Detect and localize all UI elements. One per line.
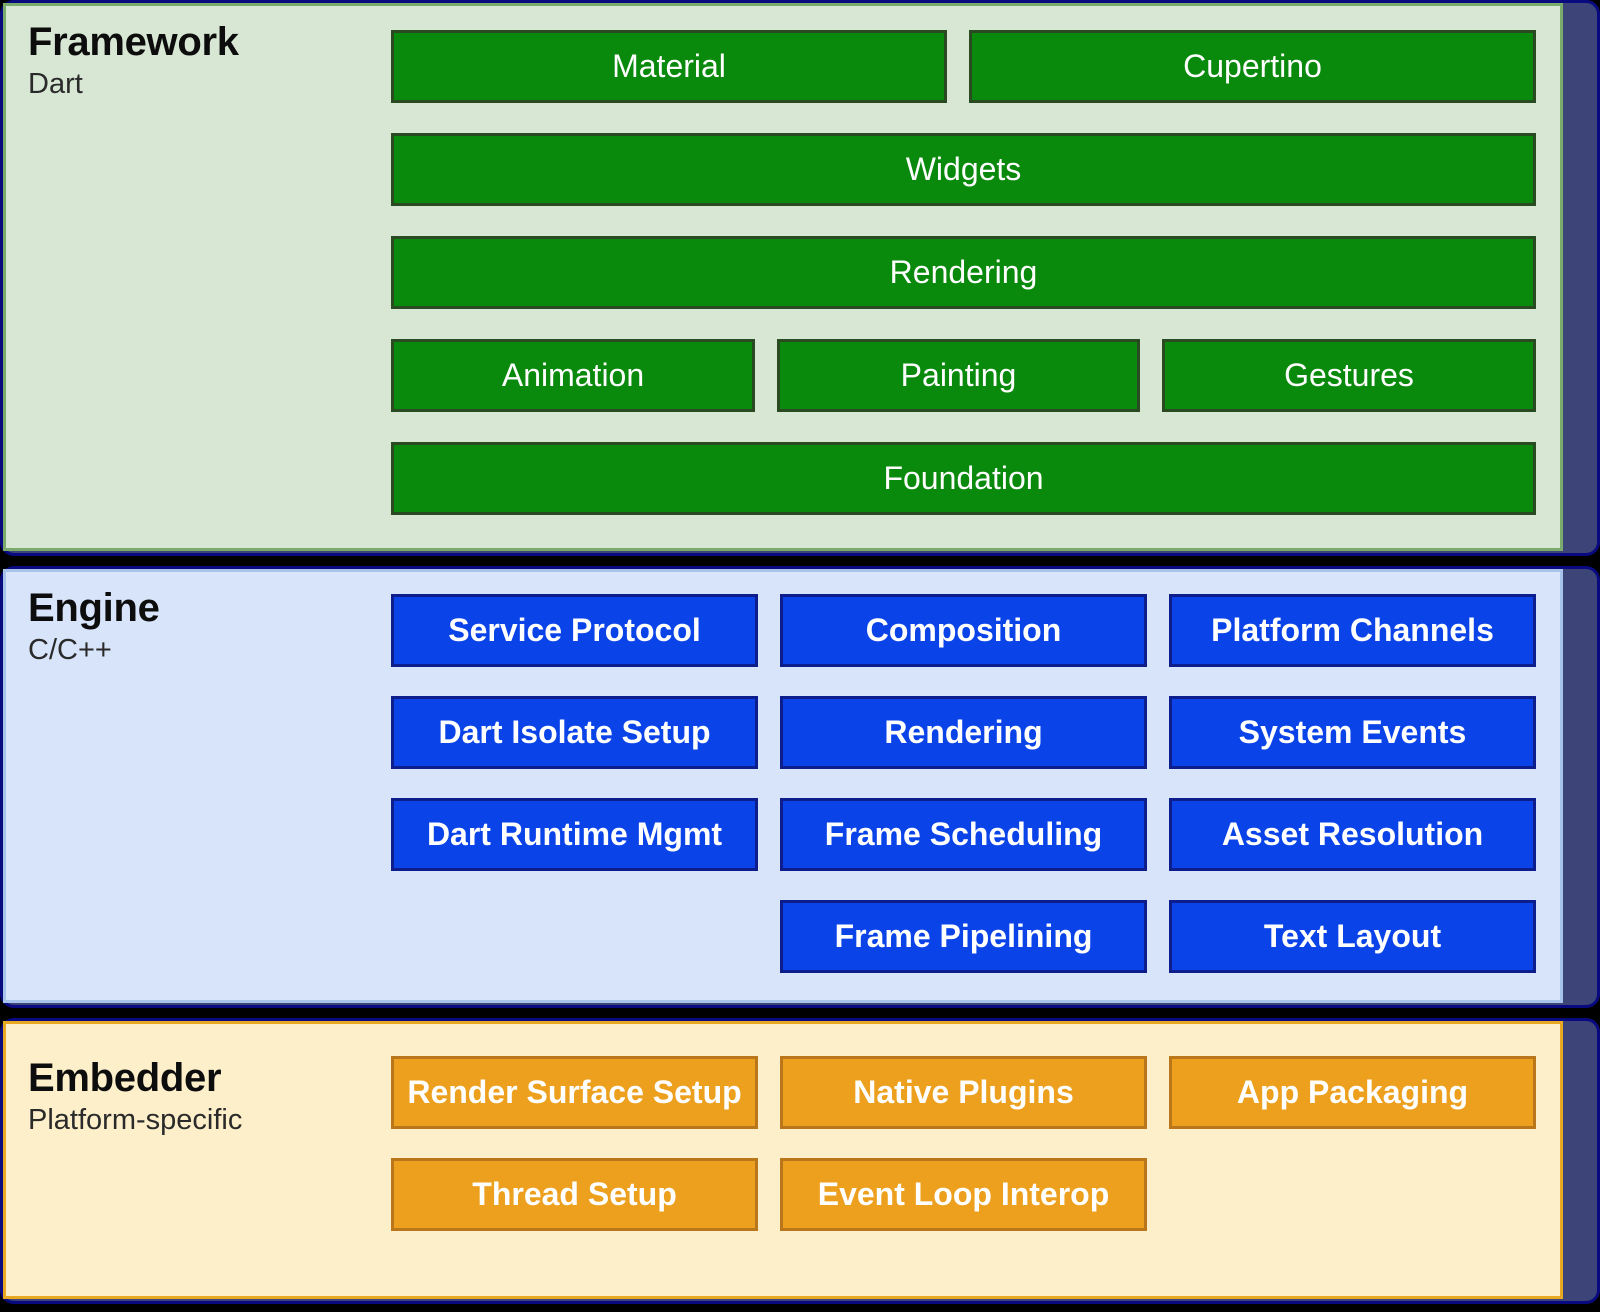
module-painting[interactable]: Painting bbox=[777, 339, 1140, 412]
engine-layer-frame: Engine C/C++ Service Protocol Dart Isola… bbox=[0, 566, 1600, 1008]
module-service-protocol[interactable]: Service Protocol bbox=[391, 594, 758, 667]
engine-column-2: Composition Rendering Frame Scheduling F… bbox=[780, 594, 1147, 973]
module-composition[interactable]: Composition bbox=[780, 594, 1147, 667]
embedder-layer-frame: Embedder Platform-specific Render Surfac… bbox=[0, 1018, 1600, 1304]
module-cupertino[interactable]: Cupertino bbox=[969, 30, 1536, 103]
engine-layer-panel: Engine C/C++ Service Protocol Dart Isola… bbox=[3, 569, 1563, 1003]
embedder-title-block: Embedder Platform-specific bbox=[6, 1024, 391, 1138]
engine-modules: Service Protocol Dart Isolate Setup Dart… bbox=[391, 572, 1560, 973]
module-event-loop-interop[interactable]: Event Loop Interop bbox=[780, 1158, 1147, 1231]
module-platform-channels[interactable]: Platform Channels bbox=[1169, 594, 1536, 667]
module-text-layout[interactable]: Text Layout bbox=[1169, 900, 1536, 973]
embedder-modules: Render Surface Setup Thread Setup Native… bbox=[391, 1024, 1560, 1231]
engine-title: Engine bbox=[28, 586, 160, 630]
embedder-layer-panel: Embedder Platform-specific Render Surfac… bbox=[3, 1021, 1563, 1299]
embedder-title: Embedder bbox=[28, 1056, 222, 1100]
module-animation[interactable]: Animation bbox=[391, 339, 755, 412]
module-foundation[interactable]: Foundation bbox=[391, 442, 1536, 515]
engine-column-1: Service Protocol Dart Isolate Setup Dart… bbox=[391, 594, 758, 973]
framework-title: Framework bbox=[28, 20, 239, 64]
framework-row-3: Rendering bbox=[391, 236, 1536, 309]
module-render-surface-setup[interactable]: Render Surface Setup bbox=[391, 1056, 758, 1129]
framework-row-2: Widgets bbox=[391, 133, 1536, 206]
module-asset-resolution[interactable]: Asset Resolution bbox=[1169, 798, 1536, 871]
module-system-events[interactable]: System Events bbox=[1169, 696, 1536, 769]
module-gestures[interactable]: Gestures bbox=[1162, 339, 1536, 412]
module-thread-setup[interactable]: Thread Setup bbox=[391, 1158, 758, 1231]
framework-row-4: Animation Painting Gestures bbox=[391, 339, 1536, 412]
engine-subtitle: C/C++ bbox=[28, 633, 112, 666]
framework-layer-frame: Framework Dart Material Cupertino Widget… bbox=[0, 0, 1600, 556]
module-native-plugins[interactable]: Native Plugins bbox=[780, 1056, 1147, 1129]
embedder-column-3: App Packaging bbox=[1169, 1056, 1536, 1231]
embedder-subtitle: Platform-specific bbox=[28, 1103, 243, 1136]
module-widgets[interactable]: Widgets bbox=[391, 133, 1536, 206]
embedder-column-2: Native Plugins Event Loop Interop bbox=[780, 1056, 1147, 1231]
engine-title-block: Engine C/C++ bbox=[6, 572, 391, 668]
framework-modules: Material Cupertino Widgets Rendering Ani… bbox=[391, 6, 1560, 515]
module-dart-runtime-mgmt[interactable]: Dart Runtime Mgmt bbox=[391, 798, 758, 871]
module-frame-scheduling[interactable]: Frame Scheduling bbox=[780, 798, 1147, 871]
framework-subtitle: Dart bbox=[28, 67, 83, 100]
embedder-column-1: Render Surface Setup Thread Setup bbox=[391, 1056, 758, 1231]
engine-column-3: Platform Channels System Events Asset Re… bbox=[1169, 594, 1536, 973]
module-dart-isolate-setup[interactable]: Dart Isolate Setup bbox=[391, 696, 758, 769]
framework-row-5: Foundation bbox=[391, 442, 1536, 515]
framework-row-1: Material Cupertino bbox=[391, 30, 1536, 103]
module-app-packaging[interactable]: App Packaging bbox=[1169, 1056, 1536, 1129]
module-material[interactable]: Material bbox=[391, 30, 947, 103]
module-frame-pipelining[interactable]: Frame Pipelining bbox=[780, 900, 1147, 973]
module-rendering-engine[interactable]: Rendering bbox=[780, 696, 1147, 769]
framework-title-block: Framework Dart bbox=[6, 6, 391, 102]
module-rendering-framework[interactable]: Rendering bbox=[391, 236, 1536, 309]
framework-layer-panel: Framework Dart Material Cupertino Widget… bbox=[3, 3, 1563, 551]
